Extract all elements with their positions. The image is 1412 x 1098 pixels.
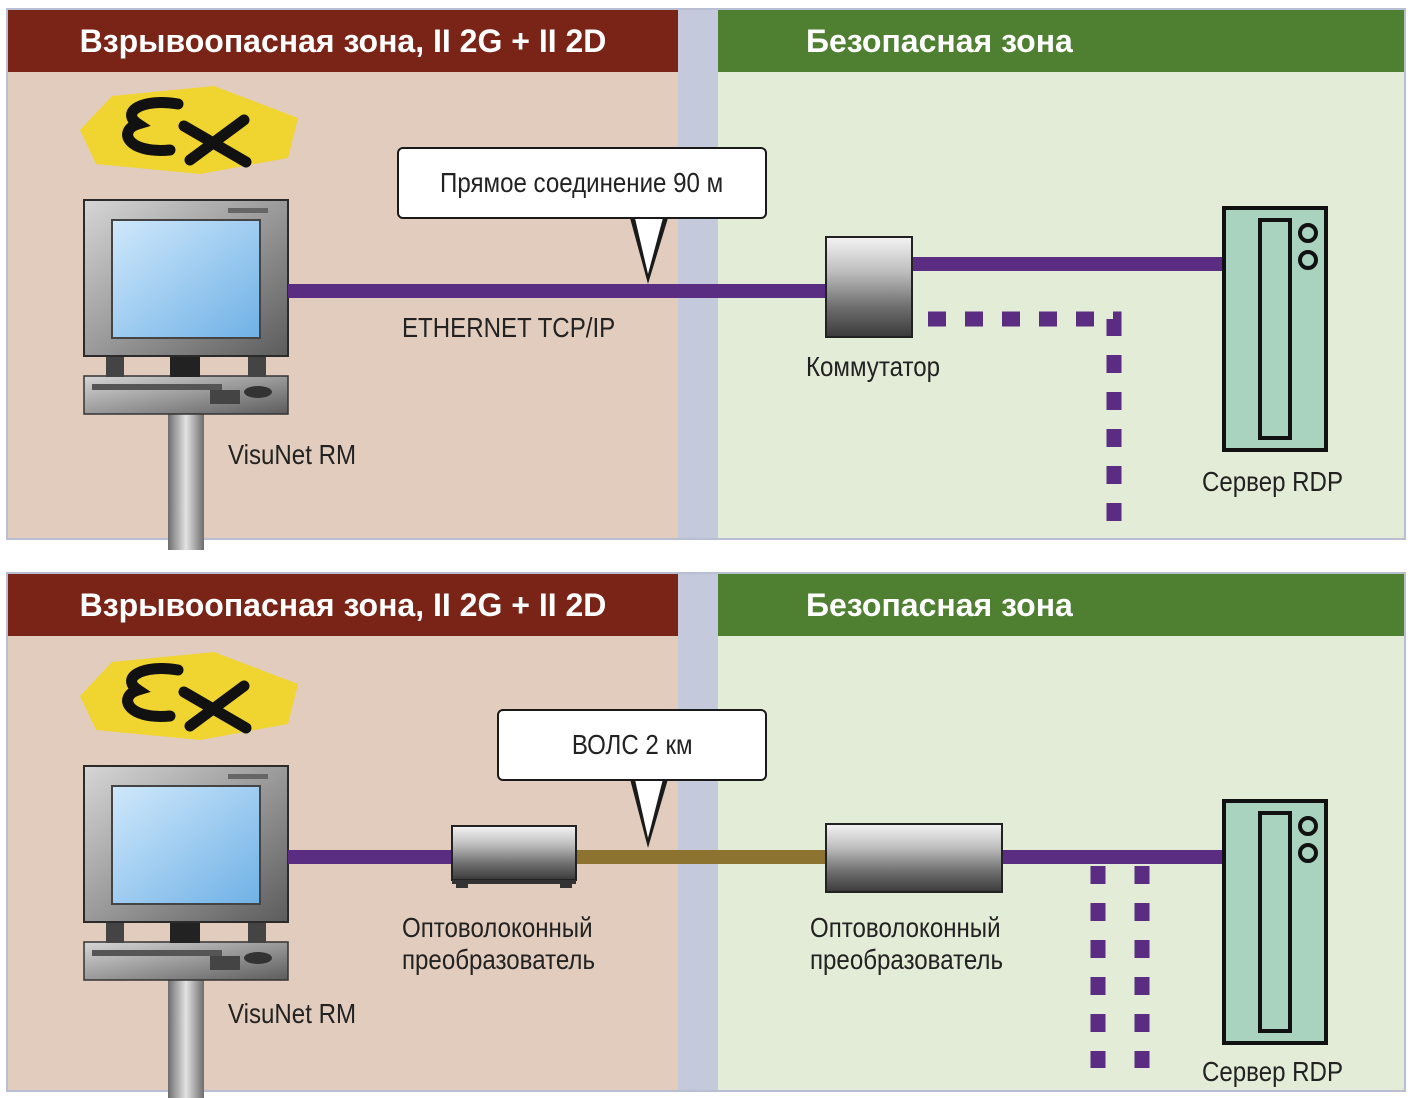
terminal-label: VisuNet RM <box>228 439 357 470</box>
terminal-label: VisuNet RM <box>228 998 357 1029</box>
server-icon <box>1222 206 1328 452</box>
ex-atex-hexagon-icon <box>80 652 298 740</box>
ethernet-label: ETHERNET TCP/IP <box>402 312 616 343</box>
industrial-terminal-icon <box>83 765 289 1098</box>
bottom-network-diagram <box>80 652 298 1098</box>
switch-label: Коммутатор <box>806 351 941 382</box>
safe-zone-title: Безопасная зона <box>718 574 1404 636</box>
ex-atex-hexagon-icon <box>80 86 298 174</box>
hazard-zone-title: Взрывоопасная зона, II 2G + II 2D <box>8 574 678 636</box>
network-switch-icon <box>825 236 913 338</box>
fiber-converter-icon <box>451 825 577 888</box>
converter-left-label-line1: Оптоволоконный <box>402 912 593 943</box>
dashed-network-branch <box>928 311 1122 524</box>
zone-divider <box>678 10 718 538</box>
server-icon <box>1222 799 1328 1045</box>
server-label: Сервер RDP <box>1202 466 1344 497</box>
converter-left-label-line2: преобразователь <box>402 944 596 975</box>
zone-divider <box>678 574 718 1090</box>
safe-zone-title: Безопасная зона <box>718 10 1404 72</box>
hazard-zone-title: Взрывоопасная зона, II 2G + II 2D <box>8 10 678 72</box>
converter-right-label-line1: Оптоволоконный <box>810 912 1001 943</box>
fiber-converter-icon <box>825 823 1003 893</box>
converter-right-label-line2: преобразователь <box>810 944 1004 975</box>
fiber-link-callout: ВОЛС 2 км <box>497 709 767 781</box>
industrial-terminal-icon <box>83 199 289 551</box>
direct-connection-callout: Прямое соединение 90 м <box>397 147 767 219</box>
bottom-links <box>288 775 1328 1068</box>
top-network-diagram <box>80 86 1328 551</box>
server-label: Сервер RDP <box>1202 1056 1344 1087</box>
